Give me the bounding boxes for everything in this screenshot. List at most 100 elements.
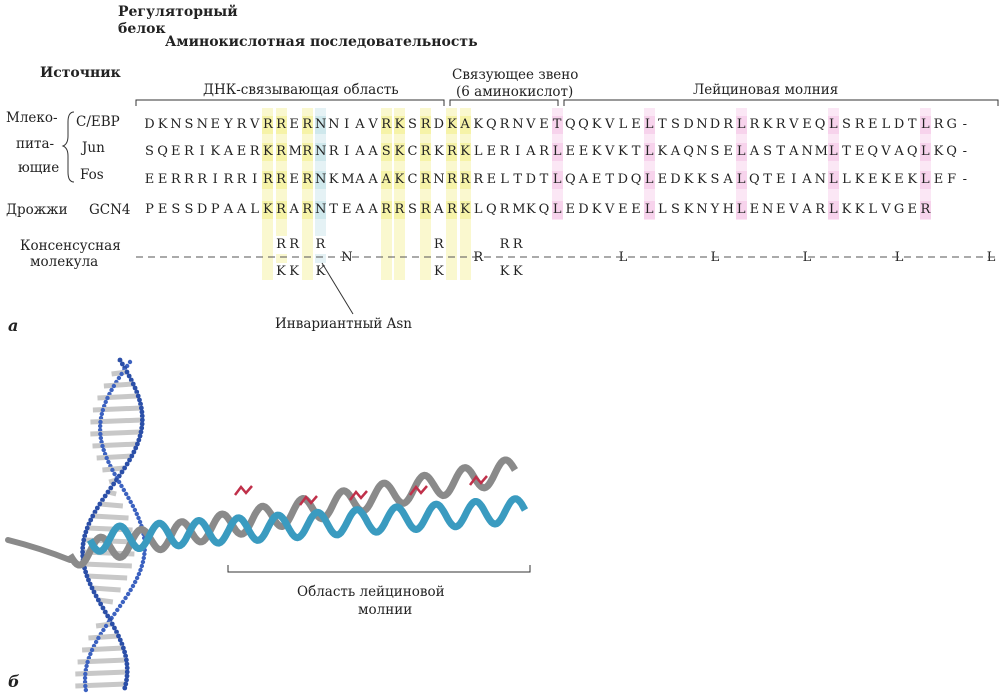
residue: T — [513, 172, 523, 187]
backbone-atom — [132, 579, 138, 585]
residue: N — [314, 201, 327, 219]
backbone-atom — [112, 611, 117, 617]
residue: A — [526, 144, 536, 159]
residue: L — [618, 117, 628, 132]
highlight-band — [420, 108, 432, 280]
mammals-label-2: пита- — [16, 136, 55, 152]
residue: K — [433, 144, 444, 159]
residue: C — [407, 172, 418, 187]
residue: K — [525, 202, 536, 217]
residue: N — [512, 117, 524, 132]
residue: K — [393, 116, 405, 134]
backbone-atom — [137, 433, 143, 439]
residue: A — [236, 202, 247, 217]
backbone-atom — [98, 601, 104, 607]
backbone-atom — [124, 369, 130, 375]
residue: R — [473, 172, 484, 187]
residue: E — [907, 202, 917, 217]
backbone-atom — [122, 649, 127, 655]
backbone-atom — [124, 461, 130, 467]
residue: A — [355, 144, 365, 159]
backbone-atom — [80, 541, 86, 547]
residue: V — [881, 202, 891, 217]
backbone-atom — [83, 683, 88, 689]
linker-bracket — [449, 99, 559, 106]
residue: L — [250, 202, 259, 217]
backbone-atom — [137, 397, 142, 403]
residue: L — [551, 143, 563, 161]
residue: N — [433, 172, 445, 187]
base-pair — [83, 561, 132, 569]
residue: K — [907, 172, 918, 187]
residue: E — [565, 144, 576, 159]
leucine-side-chain — [234, 484, 253, 496]
residue: R — [420, 201, 432, 219]
backbone-atom — [119, 361, 125, 367]
backbone-atom — [93, 639, 99, 645]
protein-jun: Jun — [82, 140, 105, 156]
backbone-atom — [115, 607, 120, 613]
residue: P — [145, 202, 154, 217]
backbone-atom — [122, 685, 128, 691]
consensus-residue: L — [801, 249, 813, 267]
alpha-helix-ribbon — [86, 495, 529, 555]
backbone-atom — [90, 513, 96, 519]
residue: R — [499, 144, 510, 159]
zipper-region-bracket — [227, 565, 531, 573]
residue: R — [446, 201, 458, 219]
backbone-atom — [123, 595, 128, 601]
backbone-atom — [135, 441, 140, 447]
residue: E — [236, 144, 247, 159]
backbone-atom — [83, 687, 89, 693]
residue: S — [710, 172, 720, 187]
residue: D — [670, 172, 681, 187]
residue: N — [170, 117, 182, 132]
residue: R — [420, 171, 432, 189]
residue: E — [486, 172, 497, 187]
residue: Y — [710, 202, 720, 217]
base-pair — [91, 585, 121, 593]
residue: T — [907, 117, 917, 132]
consensus-residue: L — [893, 249, 905, 267]
residue: T — [605, 172, 615, 187]
residue: R — [197, 172, 207, 187]
residue: I — [212, 172, 218, 187]
residue: T — [551, 116, 563, 134]
residue: K — [210, 144, 221, 159]
base-pair — [111, 369, 128, 377]
residue: Q — [564, 117, 576, 132]
residue: R — [380, 201, 392, 219]
residue: I — [344, 117, 350, 132]
backbone-atom — [126, 373, 132, 379]
backbone-atom — [89, 585, 95, 591]
residue: N — [196, 117, 208, 132]
backbone-atom — [84, 573, 90, 579]
residue: L — [551, 171, 563, 189]
backbone-atom — [123, 657, 129, 663]
residue: L — [500, 172, 509, 187]
backbone-atom — [124, 669, 130, 675]
backbone-atom — [132, 385, 138, 391]
residue: E — [591, 172, 602, 187]
backbone-atom — [100, 443, 105, 449]
residue: K — [683, 172, 694, 187]
backbone-atom — [105, 489, 111, 495]
backbone-atom — [108, 485, 114, 491]
backbone-atom — [114, 629, 119, 635]
highlight-band — [262, 108, 274, 280]
zipper-region-label-line1: Область лейциновой — [297, 584, 445, 600]
backbone-atom — [83, 569, 89, 575]
residue: E — [868, 172, 878, 187]
backbone-atom — [128, 587, 133, 593]
backbone-atom — [124, 673, 130, 679]
residue: D — [433, 117, 445, 132]
residue: E — [631, 202, 641, 217]
backbone-atom — [111, 481, 117, 487]
residue: E — [565, 202, 576, 217]
residue: E — [157, 202, 168, 217]
sequence-header: Аминокислотная последовательность — [165, 34, 478, 50]
backbone-atom — [140, 559, 146, 565]
residue: Q — [906, 144, 918, 159]
alpha-helix-ribbon — [67, 456, 518, 569]
